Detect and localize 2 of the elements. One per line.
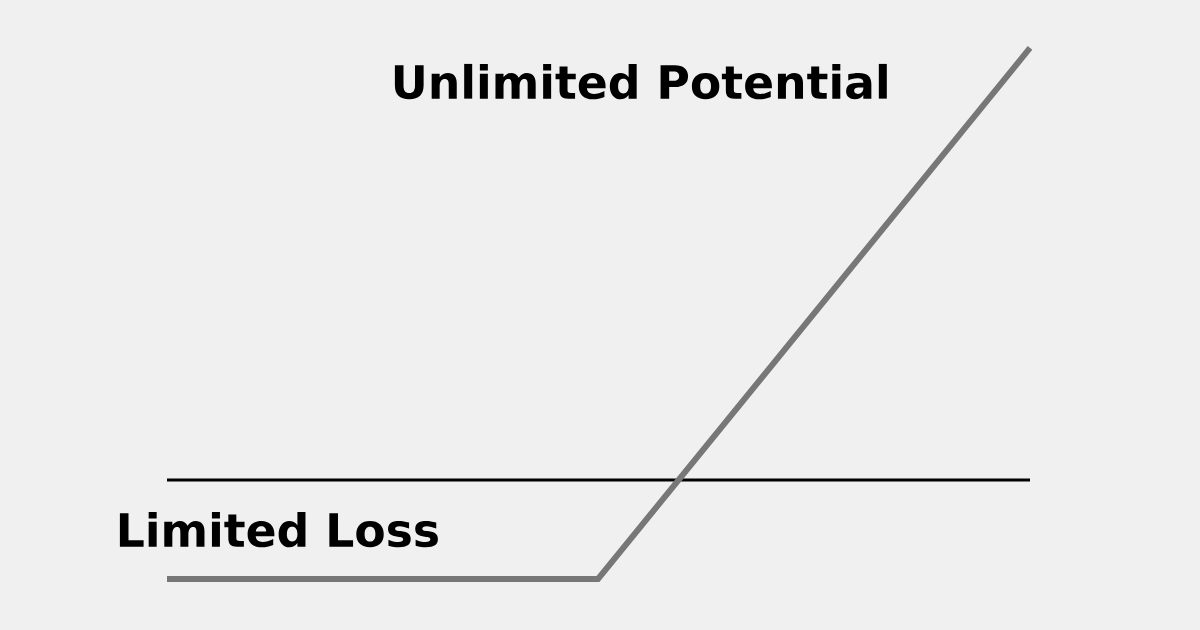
text-label: Unlimited Potential (394, 63, 887, 100)
text-label: Limited Loss (119, 511, 438, 548)
